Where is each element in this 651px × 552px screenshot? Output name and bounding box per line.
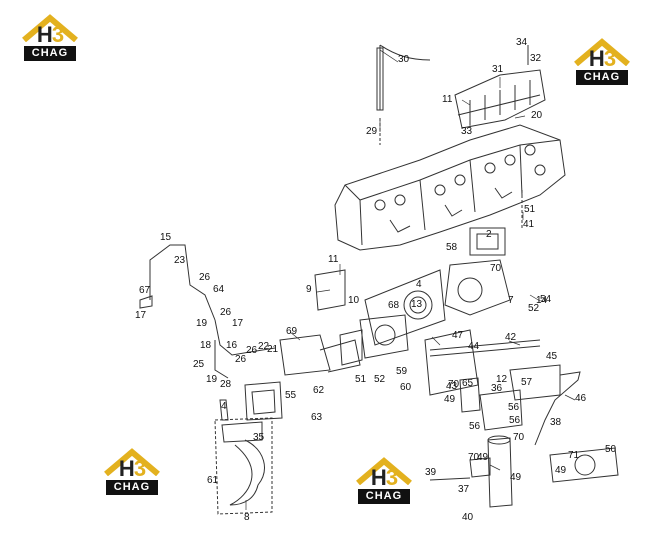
callout-61: 61	[207, 475, 219, 486]
callout-16: 16	[226, 340, 238, 351]
callout-32: 32	[530, 53, 542, 64]
callout-52: 52	[374, 374, 386, 385]
callout-9: 9	[306, 284, 312, 295]
callout-7: 7	[508, 295, 514, 306]
callout-38: 38	[550, 417, 562, 428]
callout-43: 43	[446, 381, 458, 392]
brand-logo: H3 CHAG	[570, 36, 634, 88]
callout-50: 50	[605, 444, 617, 455]
brand-logo: H3 CHAG	[352, 455, 416, 507]
callout-65: 65	[462, 378, 474, 389]
callout-70: 70	[448, 379, 460, 390]
rocker-assembly	[454, 69, 546, 129]
callout-70: 70	[468, 452, 480, 463]
callout-49: 49	[477, 452, 489, 463]
callout-19: 19	[196, 318, 208, 329]
callout-25: 25	[193, 359, 205, 370]
callout-41: 41	[523, 219, 535, 230]
callout-11: 11	[328, 254, 339, 265]
callout-56: 56	[509, 415, 521, 426]
injector	[376, 44, 529, 230]
callout-52: 52	[528, 303, 540, 314]
callout-71: 71	[568, 450, 580, 461]
callout-49: 49	[555, 465, 567, 476]
callout-54: 54	[540, 294, 552, 305]
callout-49: 49	[444, 394, 456, 405]
callout-8: 8	[244, 512, 250, 523]
callout-49: 49	[510, 472, 522, 483]
callout-29: 29	[366, 126, 378, 137]
callout-37: 37	[458, 484, 470, 495]
callout-26: 26	[199, 272, 211, 283]
callout-60: 60	[400, 382, 412, 393]
callout-46: 46	[575, 393, 587, 404]
callout-47: 47	[452, 330, 464, 341]
callout-21: 21	[267, 344, 279, 355]
callout-70: 70	[490, 263, 502, 274]
callout-33: 33	[461, 126, 473, 137]
callout-4: 4	[221, 401, 227, 412]
callout-26: 26	[246, 345, 258, 356]
callout-51: 51	[524, 204, 536, 215]
callout-17: 17	[135, 310, 147, 321]
cylinder-head	[334, 124, 566, 251]
callout-64: 64	[213, 284, 225, 295]
callout-11: 11	[442, 94, 453, 105]
callout-35: 35	[253, 432, 265, 443]
brand-logo: H3 CHAG	[100, 446, 164, 498]
callout-28: 28	[220, 379, 232, 390]
callout-36: 36	[491, 383, 503, 394]
callout-15: 15	[160, 232, 172, 243]
callout-68: 68	[388, 300, 400, 311]
callout-4: 4	[416, 279, 422, 290]
callout-12: 12	[496, 374, 508, 385]
callout-2: 2	[486, 229, 492, 240]
cooler-group	[424, 329, 619, 508]
breather-tube	[139, 244, 276, 379]
callout-56: 56	[508, 402, 520, 413]
callout-26: 26	[220, 307, 232, 318]
callout-34: 34	[516, 37, 528, 48]
callout-10: 10	[348, 295, 360, 306]
callout-59: 59	[396, 366, 408, 377]
callout-56: 56	[469, 421, 481, 432]
callout-57: 57	[521, 377, 533, 388]
callout-23: 23	[174, 255, 186, 266]
callout-20: 20	[531, 110, 543, 121]
callout-40: 40	[462, 512, 474, 523]
callout-45: 45	[546, 351, 558, 362]
callout-42: 42	[505, 332, 517, 343]
callout-39: 39	[425, 467, 437, 478]
callout-31: 31	[492, 64, 504, 75]
callout-63: 63	[311, 412, 323, 423]
callout-70: 70	[513, 432, 525, 443]
brand-logo: H3 CHAG	[18, 12, 82, 64]
callout-19: 19	[206, 374, 218, 385]
callout-26: 26	[235, 354, 247, 365]
callout-30: 30	[398, 54, 410, 65]
callout-51: 51	[355, 374, 367, 385]
callout-18: 18	[200, 340, 212, 351]
callout-22: 22	[258, 341, 270, 352]
leader-lines	[245, 47, 576, 510]
callout-69: 69	[286, 326, 298, 337]
callout-44: 44	[468, 341, 480, 352]
egr-manifold	[279, 227, 511, 376]
callout-14: 14	[536, 295, 548, 306]
callout-17: 17	[232, 318, 244, 329]
callout-13: 13	[411, 299, 423, 310]
callout-55: 55	[285, 390, 297, 401]
callout-58: 58	[446, 242, 458, 253]
callout-62: 62	[313, 385, 325, 396]
callout-67: 67	[139, 285, 151, 296]
intake-pipe	[214, 381, 283, 515]
